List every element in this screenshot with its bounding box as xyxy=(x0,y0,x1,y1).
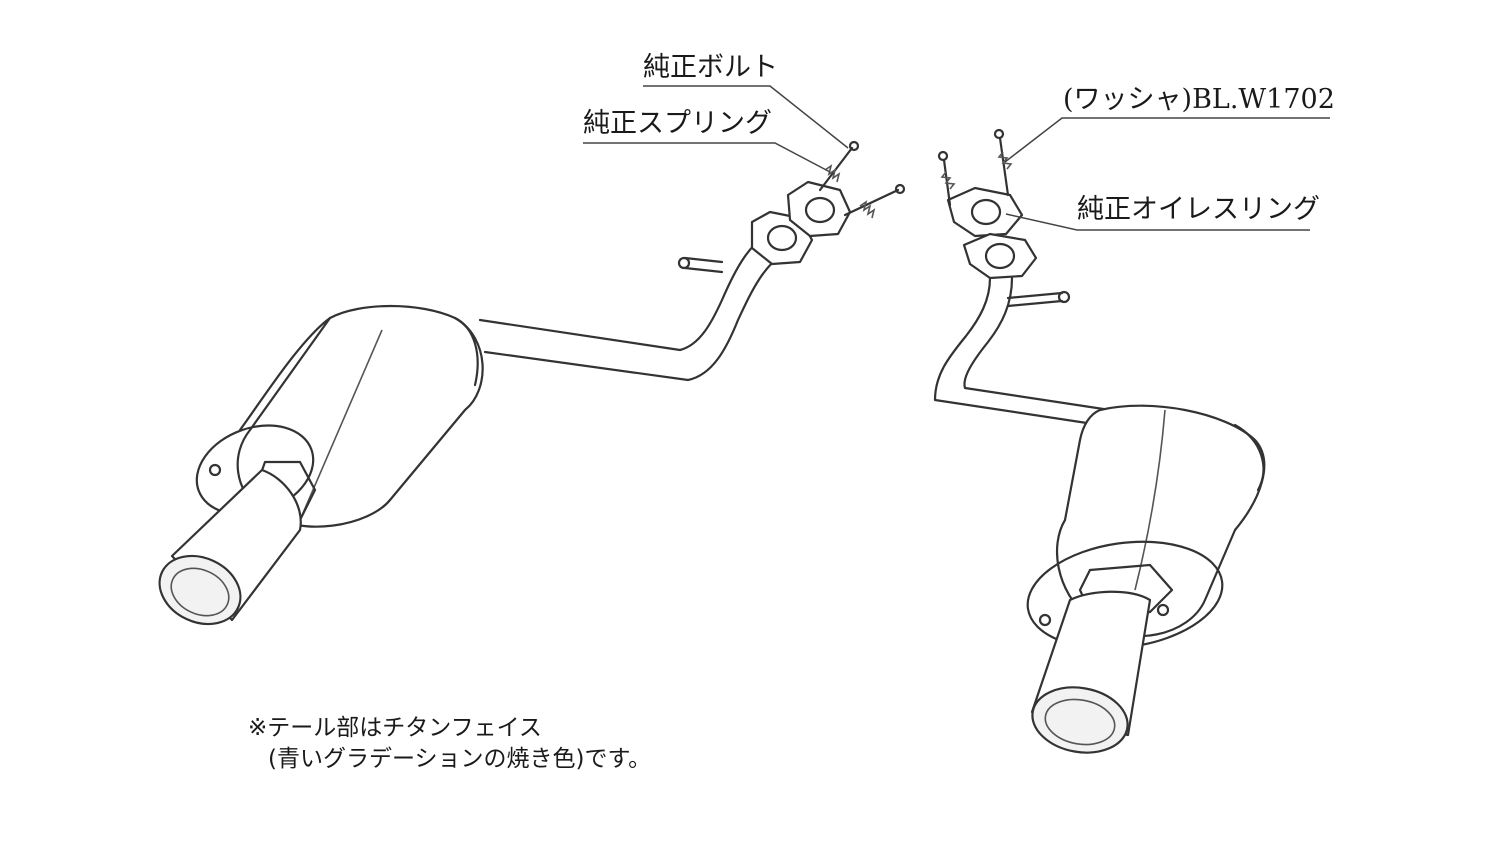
callout-spring: 純正スプリング xyxy=(583,108,831,173)
left-flange-joint xyxy=(750,140,906,266)
leader-line-oil-ring xyxy=(1005,213,1310,231)
callout-bolt: 純正ボルト xyxy=(643,52,849,149)
callout-washer: (ワッシャ)BL.W1702 xyxy=(1004,84,1335,163)
leader-line-bolt xyxy=(643,85,849,149)
left-titanium-tip xyxy=(158,554,242,626)
right-front-pipe xyxy=(933,276,1102,427)
left-muffler-assembly xyxy=(158,140,906,626)
callout-oil-ring: 純正オイレスリング xyxy=(1005,194,1320,231)
left-front-pipe xyxy=(478,228,774,352)
tail-note: ※テール部はチタンフェイス (青いグラデーションの焼き色)です。 xyxy=(248,715,651,772)
note-line-1: ※テール部はチタンフェイス xyxy=(248,715,542,741)
right-muffler-body xyxy=(1055,404,1266,638)
label-stock-bolt: 純正ボルト xyxy=(643,52,778,83)
note-line-2: (青いグラデーションの焼き色)です。 xyxy=(268,746,651,772)
leader-line-spring xyxy=(583,142,831,173)
right-tail-pipe xyxy=(1030,590,1152,754)
right-hanger-rod xyxy=(1006,291,1064,308)
leader-line-washer xyxy=(1004,117,1330,163)
left-tail-pipe xyxy=(158,468,302,626)
label-stock-spring: 純正スプリング xyxy=(583,108,772,139)
label-washer: (ワッシャ)BL.W1702 xyxy=(1063,84,1335,115)
left-hanger-rod xyxy=(683,256,724,274)
right-muffler-assembly xyxy=(933,128,1266,754)
right-flange-joint xyxy=(937,128,1038,280)
label-oil-ring: 純正オイレスリング xyxy=(1077,194,1320,225)
